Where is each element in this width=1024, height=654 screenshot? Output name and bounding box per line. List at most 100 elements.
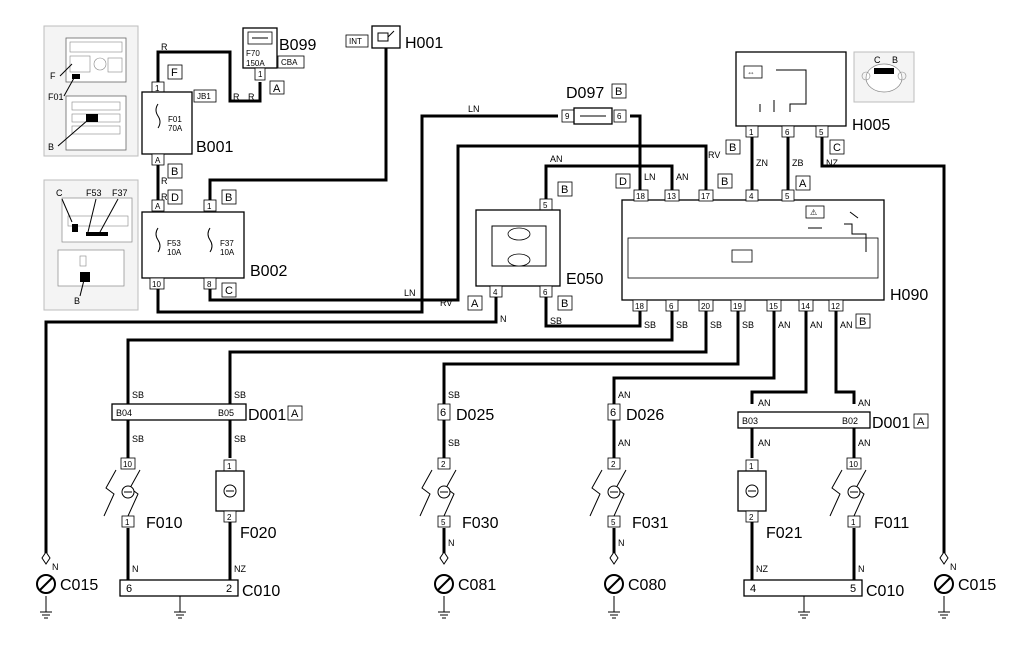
wire-label-an: AN: [618, 438, 631, 448]
wire-label-sb: SB: [550, 316, 562, 326]
d097-connector-code: B: [615, 86, 622, 98]
f010-lamp: 10 1 F010 N: [103, 457, 183, 574]
inset-label-f: F: [50, 71, 56, 81]
wire-label-r: R: [161, 176, 168, 186]
splice-b03: B03: [742, 416, 758, 426]
f37-label: F37: [220, 239, 234, 248]
f021-lamp: 1 2 F021 NZ: [737, 459, 803, 574]
c015-right-ground: N C015: [934, 551, 996, 594]
d097-label: D097: [566, 85, 604, 102]
h005-label: H005: [852, 117, 890, 134]
ground-symbols: [40, 611, 950, 619]
b002-label: B002: [250, 263, 287, 280]
d097-pin-6: 6: [617, 112, 622, 121]
c081-ground: C081: [434, 551, 496, 594]
h090-connector-code-b-bottom: B: [859, 316, 866, 328]
wire-label-an: AN: [618, 390, 631, 400]
wire-label-an: AN: [758, 398, 771, 408]
b099-pin: 1: [258, 70, 263, 79]
f031-lamp: 2 5 F031 N: [589, 457, 669, 548]
inset-label-b-h005: B: [892, 55, 898, 65]
wire-label-sb: SB: [234, 390, 246, 400]
cba-label: CBA: [281, 58, 298, 67]
d025-connector: 6 D025 SB SB: [437, 390, 494, 448]
wire-label-rv: RV: [440, 298, 452, 308]
f031-pin-2: 2: [611, 460, 616, 469]
f031-label: F031: [632, 515, 669, 532]
c010-right-pin-5: 5: [850, 583, 856, 595]
f53-label: F53: [167, 239, 181, 248]
f70-rating: 150A: [246, 59, 265, 68]
wire-label-ln: LN: [404, 288, 416, 298]
h090-pin-17: 17: [701, 192, 710, 201]
f37-rating: 10A: [220, 248, 235, 257]
c010-left-ground: 6 2 C010: [119, 579, 280, 600]
wire-label-r: R: [233, 92, 240, 102]
b001-pin-1: 1: [155, 84, 160, 93]
c010-left-label: C010: [242, 583, 280, 600]
h090-pin-4: 4: [749, 192, 754, 201]
h090-connector-code-d: D: [619, 176, 627, 188]
f01-rating: 70A: [168, 124, 183, 133]
locator-inset-dashboard: C F53 F37 B: [43, 179, 139, 311]
wire-label-an: AN: [810, 320, 823, 330]
wire-label-ln: LN: [644, 172, 656, 182]
d001-left-splice: B04 B05 D001 A SB SB SB SB: [111, 390, 303, 444]
d001-right-splice: B03 B02 D001 A AN AN AN AN: [737, 398, 929, 448]
f011-pin-10: 10: [849, 460, 858, 469]
h090-pin-18: 18: [635, 302, 644, 311]
b002-pin-10: 10: [152, 280, 161, 289]
d026-connector: 6 D026 AN AN: [607, 390, 664, 448]
wire-label-an: AN: [758, 438, 771, 448]
h090-connector-code-a: A: [799, 178, 807, 190]
c080-label: C080: [628, 577, 666, 594]
wire-label-an: AN: [858, 438, 871, 448]
b002-pin-a: A: [155, 202, 161, 211]
wire-label-sb: SB: [676, 320, 688, 330]
c080-ground: C080: [604, 551, 666, 594]
wire-label-an: AN: [550, 154, 563, 164]
inset-label-b2: B: [74, 296, 80, 306]
h005-component: ⇔ 1 6 5 B C H005 ZN ZB NZ: [725, 51, 890, 168]
wire-label-nz: NZ: [234, 564, 246, 574]
wire-label-an: AN: [858, 398, 871, 408]
d026-label: D026: [626, 407, 664, 424]
h090-pin-13: 13: [667, 192, 676, 201]
wire-label-an: AN: [840, 320, 853, 330]
f021-pin-2: 2: [749, 513, 754, 522]
jb1-label: JB1: [197, 92, 211, 101]
d001-right-label: D001: [872, 415, 910, 432]
splice-b04: B04: [116, 408, 132, 418]
f011-lamp: 10 1 F011 N: [829, 457, 909, 574]
c010-right-ground: 4 5 C010: [743, 579, 904, 600]
b099-component: F70 150A CBA 1 A B099: [242, 27, 316, 95]
h005-pin-1: 1: [749, 128, 754, 137]
wire-label-n: N: [52, 562, 59, 572]
b099-connector-code: A: [273, 83, 281, 95]
c010-left-pin-2: 2: [226, 583, 232, 595]
b001-connector-code-b: B: [171, 166, 178, 178]
f020-label: F020: [240, 525, 277, 542]
h090-pin-12: 12: [831, 302, 840, 311]
b001-component: 1 F F01 70A JB1 A B B001 R R R R: [141, 42, 255, 186]
f011-label: F011: [874, 515, 909, 532]
wire-label-n: N: [500, 314, 507, 324]
b002-connector-code-d: D: [171, 192, 179, 204]
inset-label-f37: F37: [112, 188, 128, 198]
b002-connector-code-c: C: [225, 285, 233, 297]
wires: [44, 48, 946, 612]
wire-label-sb: SB: [448, 390, 460, 400]
h005-connector-code-c: C: [833, 142, 841, 154]
h005-connector-code-b: B: [729, 142, 736, 154]
wire-label-sb: SB: [132, 434, 144, 444]
wire-label-zn: ZN: [756, 158, 768, 168]
wire-label-nz: NZ: [756, 564, 768, 574]
f030-lamp: 2 5 F030 N: [419, 457, 499, 548]
wire-label-n: N: [132, 564, 139, 574]
wire-label-n: N: [618, 538, 625, 548]
wire-label-rv: RV: [708, 150, 720, 160]
int-label: INT: [349, 37, 362, 46]
locator-inset-engine-bay: F F01 B: [43, 25, 139, 157]
h090-pin-15: 15: [769, 302, 778, 311]
